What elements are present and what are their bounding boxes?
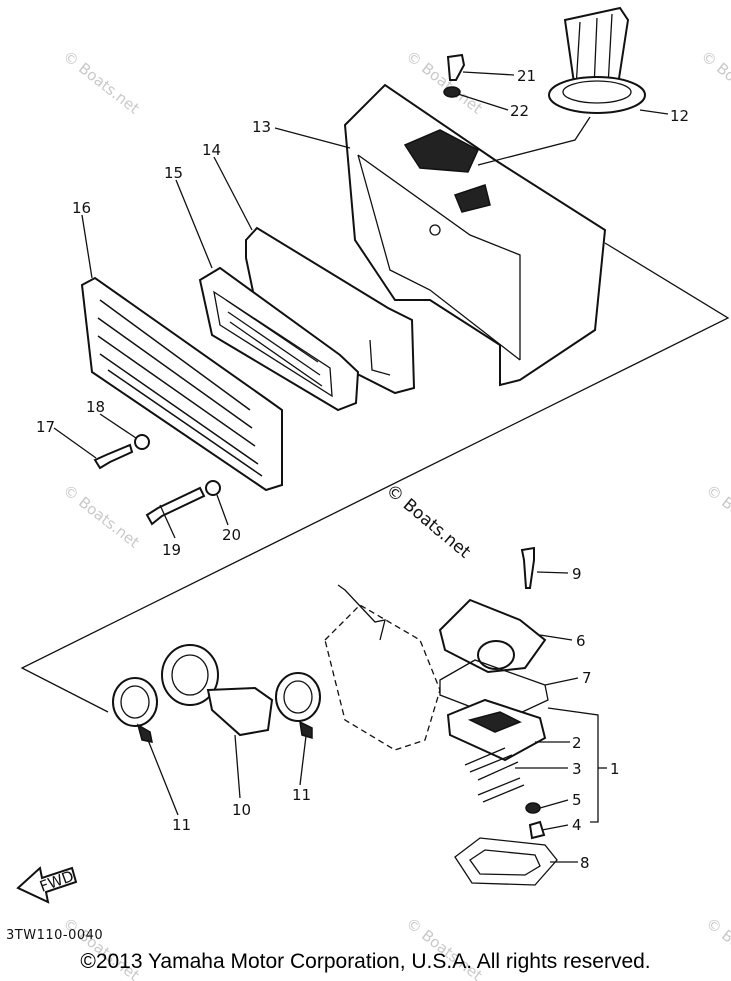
part-13-air-filter-case <box>343 83 607 387</box>
watermark-mid-right: © Boats.net <box>703 481 731 552</box>
callout-14: 14 <box>202 141 221 159</box>
callout-1: 1 <box>610 760 620 778</box>
part-11-clamps <box>112 672 321 743</box>
callout-5: 5 <box>572 791 582 809</box>
assembly-plane <box>20 242 730 713</box>
watermark-top-right: © Boats.net <box>698 47 731 118</box>
watermark-mid-left: © Boats.net <box>60 481 143 552</box>
part-6-reed-valve-cover <box>438 598 547 674</box>
callout-8: 8 <box>580 854 590 872</box>
callout-4: 4 <box>572 816 582 834</box>
part-15-filter-frame <box>198 266 360 412</box>
callout-11-right: 11 <box>292 786 311 804</box>
callout-19: 19 <box>162 541 181 559</box>
callout-2: 2 <box>572 734 582 752</box>
callout-6: 6 <box>576 632 586 650</box>
callout-18: 18 <box>86 398 105 416</box>
watermark-center: © Boats.net <box>382 481 475 563</box>
callout-10: 10 <box>232 801 251 819</box>
part-16-cover <box>80 276 283 492</box>
callout-3: 3 <box>572 760 582 778</box>
part-1-reed-valve-assembly <box>446 698 547 840</box>
fwd-arrow: FWD <box>16 866 78 904</box>
watermark-top-left: © Boats.net <box>60 47 143 118</box>
fwd-arrow-label: FWD <box>37 867 76 896</box>
callout-17: 17 <box>36 418 55 436</box>
callout-11-left: 11 <box>172 816 191 834</box>
callout-16: 16 <box>72 199 91 217</box>
copyright-notice: ©2013 Yamaha Motor Corporation, U.S.A. A… <box>80 950 651 973</box>
crankcase-reference <box>324 584 441 751</box>
part-10-intake-joint <box>161 644 274 737</box>
callout-13: 13 <box>252 118 271 136</box>
callout-20: 20 <box>222 526 241 544</box>
part-7-gasket <box>439 659 549 721</box>
callout-21: 21 <box>517 67 536 85</box>
callout-12: 12 <box>670 107 689 125</box>
callout-9: 9 <box>572 565 582 583</box>
fasteners-upper <box>93 53 466 526</box>
callout-22: 22 <box>510 102 529 120</box>
diagram-code: 3TW110-0040 <box>6 928 104 943</box>
part-14-filter-element <box>245 226 416 395</box>
callout-15: 15 <box>164 164 183 182</box>
callout-7: 7 <box>582 669 592 687</box>
leader-lines <box>53 71 669 863</box>
part-9-bolt <box>520 546 535 589</box>
part-12-intake-duct <box>548 6 646 114</box>
callouts: 21 22 12 13 14 15 16 17 18 19 20 9 6 7 2… <box>36 67 689 872</box>
part-8-gasket-lower <box>454 837 558 886</box>
